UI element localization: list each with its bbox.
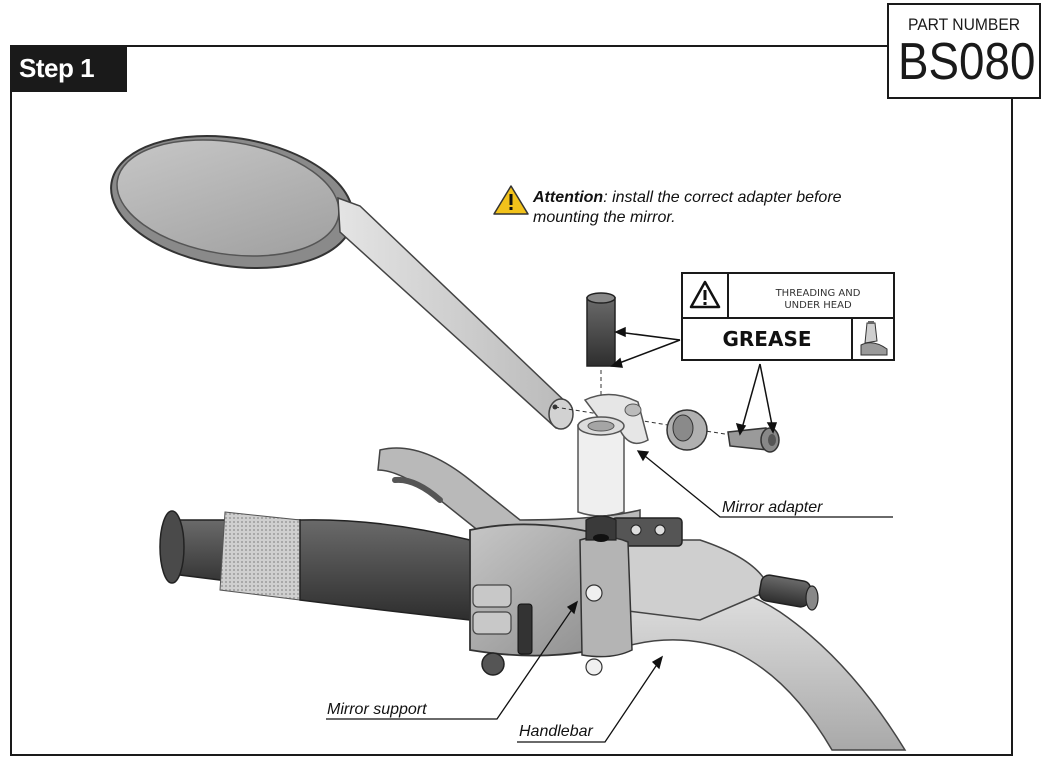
grease-arrows bbox=[610, 326, 778, 436]
mirror-support-label: Mirror support bbox=[327, 701, 427, 718]
attention-note: Attention: install the correct adapter b… bbox=[495, 188, 895, 228]
mirror-arm bbox=[337, 196, 574, 430]
warning-icon bbox=[493, 185, 529, 215]
step-frame bbox=[10, 45, 1013, 756]
warning-triangle-icon bbox=[683, 274, 729, 317]
threading-line2: UNDER HEAD bbox=[784, 300, 852, 311]
attention-line1: : install the correct adapter before bbox=[603, 189, 842, 206]
grease-panel-top: THREADING AND UNDER HEAD bbox=[683, 274, 893, 319]
part-number-box: PART NUMBER BS080 bbox=[887, 3, 1041, 99]
callout-lines bbox=[326, 450, 893, 743]
step-tab: Step 1 bbox=[10, 45, 127, 92]
spacer-bushing bbox=[666, 409, 708, 451]
mirror-adapter-label: Mirror adapter bbox=[722, 499, 823, 516]
handlebar-label: Handlebar bbox=[519, 723, 593, 740]
grease-tube-icon bbox=[851, 319, 893, 359]
adapter-sleeve bbox=[586, 292, 616, 367]
mirror-adapter bbox=[577, 393, 649, 517]
part-number: BS080 bbox=[898, 33, 1036, 91]
grease-panel: THREADING AND UNDER HEAD GREASE bbox=[681, 272, 895, 361]
bolt bbox=[727, 427, 780, 453]
threading-line1: THREADING AND bbox=[775, 288, 861, 299]
part-number-label: PART NUMBER bbox=[907, 15, 1021, 34]
master-cylinder bbox=[611, 517, 819, 621]
grease-label: GREASE bbox=[722, 327, 812, 351]
attention-lead: Attention bbox=[533, 189, 604, 206]
threading-text: THREADING AND UNDER HEAD bbox=[743, 288, 893, 312]
handlebar-grip bbox=[159, 510, 471, 621]
attention-line2: mounting the mirror. bbox=[533, 209, 676, 226]
switch-housing bbox=[469, 515, 633, 676]
mirror-head bbox=[110, 134, 354, 270]
